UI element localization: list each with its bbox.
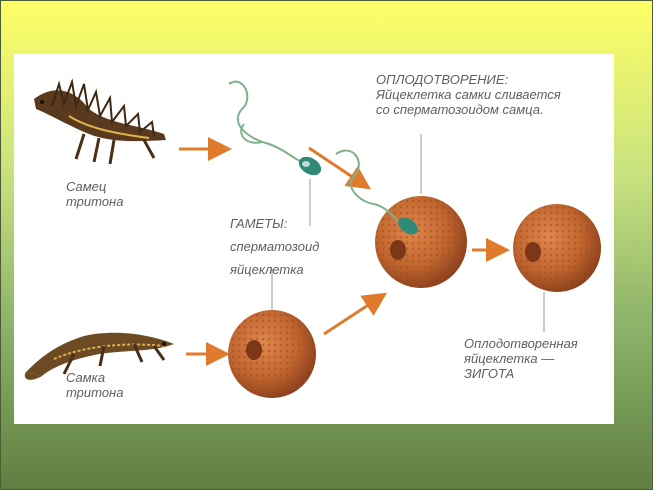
female-label-line2: тритона: [66, 385, 124, 400]
zygote-label: Оплодотворенная яйцеклетка — ЗИГОТА: [464, 336, 578, 381]
fertilization-label: ОПЛОДОТВОРЕНИЕ: Яйцеклетка самки сливает…: [376, 72, 561, 117]
arrow-egg-to-fertilization: [323, 292, 388, 336]
zygote-icon: [513, 204, 601, 332]
female-label-line1: Самка: [66, 370, 106, 385]
fertilization-desc-line1: Яйцеклетка самки сливается: [376, 87, 561, 102]
fertilization-egg-icon: [335, 134, 467, 288]
egg-cell-icon: [228, 269, 316, 398]
sperm-icon: [228, 80, 322, 176]
female-label: Самка тритона: [66, 370, 123, 400]
male-label-line1: Самец: [66, 179, 107, 194]
male-label: Самец тритона: [66, 179, 123, 209]
diagram-panel: Самец тритона Самка тритона ГАМЕТЫ: спер…: [14, 54, 614, 424]
fertilization-title: ОПЛОДОТВОРЕНИЕ:: [376, 72, 509, 87]
zygote-label-line1: Оплодотворенная: [464, 336, 578, 351]
sperm-label: сперматозоид: [230, 239, 320, 254]
gametes-title: ГАМЕТЫ:: [230, 216, 288, 231]
diagram-svg: [24, 78, 601, 398]
gametes-label: ГАМЕТЫ: сперматозоид яйцеклетка: [230, 216, 319, 277]
male-newt-icon: [34, 78, 166, 165]
zygote-label-line2: яйцеклетка —: [464, 351, 555, 366]
zygote-label-line3: ЗИГОТА: [464, 366, 515, 381]
female-newt-icon: [24, 332, 174, 380]
egg-label: яйцеклетка: [230, 262, 304, 277]
fertilization-desc-line2: со сперматозоидом самца.: [376, 102, 544, 117]
arrow-sperm-to-egg: [308, 146, 371, 190]
male-label-line2: тритона: [66, 194, 124, 209]
